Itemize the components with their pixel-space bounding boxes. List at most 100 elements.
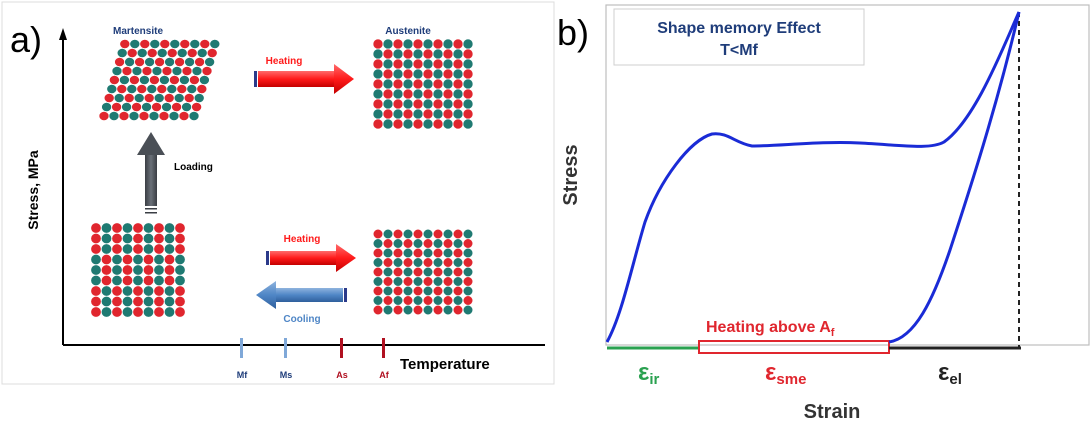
atom <box>462 257 474 268</box>
atom <box>432 295 444 306</box>
atom <box>392 38 404 50</box>
atom <box>101 222 113 234</box>
atom <box>163 93 175 103</box>
atom <box>402 98 414 110</box>
unloading-curve <box>888 11 1021 344</box>
atom <box>132 295 144 307</box>
atom <box>372 276 384 287</box>
atom <box>132 306 144 318</box>
atom <box>402 78 414 90</box>
atom <box>422 88 434 100</box>
stress-axis-label: Stress <box>560 144 582 205</box>
atom <box>432 108 444 120</box>
atom <box>422 238 434 249</box>
atom <box>174 295 186 307</box>
atom <box>452 48 464 60</box>
atom <box>372 266 384 278</box>
atom <box>462 78 474 90</box>
atom <box>111 222 123 234</box>
atom <box>171 102 182 112</box>
atom <box>122 243 134 255</box>
atom <box>462 98 474 110</box>
atom <box>153 93 165 103</box>
atom <box>452 238 464 249</box>
atom <box>402 266 414 278</box>
atom <box>372 108 384 120</box>
atom <box>462 68 474 80</box>
atom <box>116 48 128 58</box>
x-axis-label: Temperature <box>400 356 490 373</box>
atom <box>442 228 454 240</box>
atom <box>452 118 464 130</box>
atom <box>143 243 155 255</box>
panel-b-label: b) <box>557 12 589 53</box>
atom <box>432 48 444 60</box>
atom <box>119 39 131 49</box>
atom <box>122 285 134 297</box>
atom <box>392 247 404 259</box>
atom <box>206 48 218 58</box>
atom <box>422 78 434 90</box>
atom <box>372 257 384 268</box>
atom <box>159 75 170 85</box>
atom <box>122 222 134 234</box>
atom <box>111 295 123 307</box>
atom <box>178 111 190 121</box>
atom <box>422 108 434 120</box>
atom <box>432 68 444 80</box>
atom <box>113 93 125 103</box>
atom <box>108 111 120 121</box>
atom <box>422 257 434 268</box>
heating-above-af-label: Heating above Af <box>706 319 835 339</box>
atom <box>101 306 113 318</box>
atom <box>138 111 150 121</box>
atom <box>174 264 186 276</box>
atom <box>90 285 102 297</box>
atom <box>392 58 404 70</box>
heating-arrow-bottom <box>266 244 356 272</box>
atom <box>193 93 205 103</box>
atom <box>153 222 165 234</box>
atom <box>166 48 178 58</box>
atom <box>164 264 176 276</box>
atom <box>412 228 424 240</box>
atom <box>186 84 198 94</box>
lattice-austenite-top <box>372 38 474 130</box>
atom <box>149 75 160 85</box>
atom <box>122 306 134 318</box>
atom <box>199 39 211 49</box>
atom <box>174 306 186 318</box>
atom <box>111 274 123 286</box>
atom <box>126 48 138 58</box>
loading-label: Loading <box>174 162 213 173</box>
atom <box>153 233 165 245</box>
atom <box>372 285 384 297</box>
atom <box>156 48 168 58</box>
atom <box>432 228 444 240</box>
atom <box>196 84 208 94</box>
atom <box>101 233 113 245</box>
atom <box>143 233 155 245</box>
atom <box>201 66 213 76</box>
atom <box>158 111 170 121</box>
atom <box>139 39 151 49</box>
y-axis-label: Stress, MPa <box>25 150 41 230</box>
atom <box>392 98 404 110</box>
atom <box>432 257 444 268</box>
atom <box>432 247 444 259</box>
atom <box>392 276 404 287</box>
atom <box>139 75 150 85</box>
atom <box>412 78 424 90</box>
atom <box>144 57 155 67</box>
atom <box>164 254 176 266</box>
atom <box>153 295 165 307</box>
atom <box>151 66 163 76</box>
atom <box>382 98 394 110</box>
atom <box>111 264 123 276</box>
atom <box>392 78 404 90</box>
atom <box>164 306 176 318</box>
atom <box>442 88 454 100</box>
atom <box>153 243 165 255</box>
atom <box>412 108 424 120</box>
